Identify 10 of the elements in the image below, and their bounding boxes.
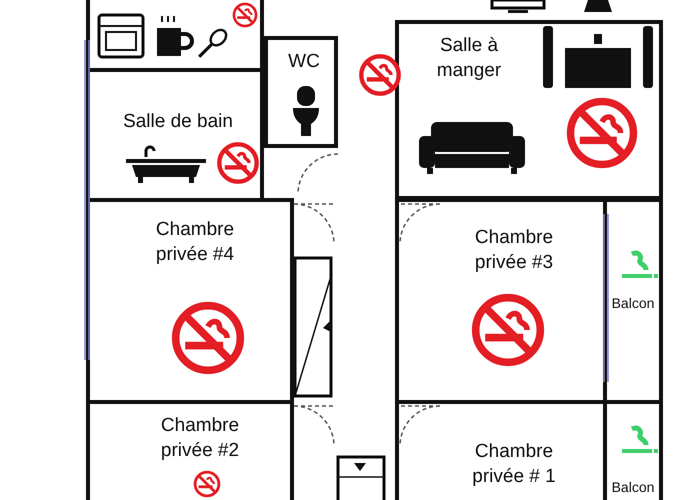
room-label: Salle à manger <box>436 34 502 83</box>
room-label: Balcon <box>610 478 656 496</box>
room-label: Balcon <box>610 294 656 312</box>
room-label: Chambre privée #3 <box>474 226 554 275</box>
room-label: Chambre privée #4 <box>154 218 236 267</box>
room <box>264 36 338 148</box>
room-label: Chambre privée # 1 <box>471 440 557 489</box>
room-label: WC <box>287 50 321 74</box>
room-label: Salle de bain <box>122 110 234 134</box>
room-label: Chambre privée #2 <box>160 414 240 463</box>
